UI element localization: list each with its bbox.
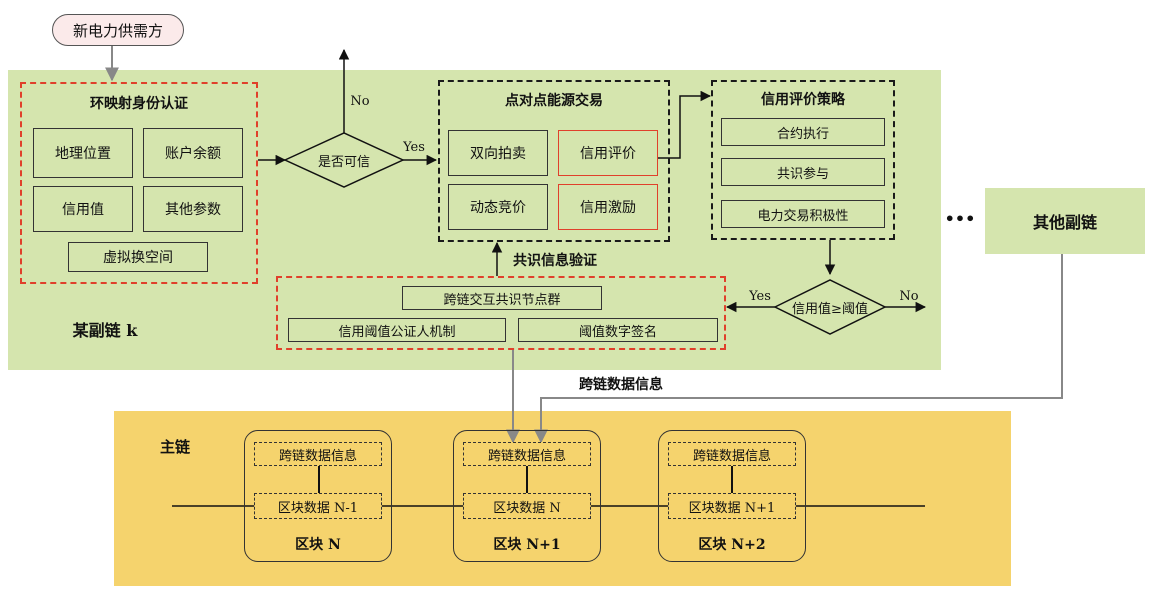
double-auction-box: 双向拍卖	[448, 130, 548, 176]
credit-incentive-box: 信用激励	[558, 184, 658, 230]
credit-evaluation-box: 信用评价	[558, 130, 658, 176]
block-n-plus-2-name: 区块 N+2	[698, 537, 766, 553]
other-chain-label: 其他副链	[1032, 213, 1097, 232]
credit-value-box: 信用值	[33, 186, 133, 232]
block-n-data: 区块数据 N-1	[254, 493, 382, 519]
block-n-plus-2-data: 区块数据 N+1	[668, 493, 796, 519]
contract-execution-box: 合约执行	[721, 118, 885, 146]
main-chain-label: 主链	[159, 437, 190, 456]
ellipsis: •••	[944, 208, 976, 228]
credit-policy-title: 信用评价策略	[761, 92, 845, 108]
block-n	[244, 430, 392, 562]
trust-no-label: No	[350, 93, 370, 109]
block-n-name: 区块 N	[295, 537, 341, 553]
block-n-plus-1	[453, 430, 601, 562]
identity-auth-title: 环映射身份认证	[90, 96, 188, 112]
consensus-verify-label: 共识信息验证	[513, 253, 597, 269]
block-n-plus-2-cross-info: 跨链数据信息	[668, 442, 796, 466]
location-box: 地理位置	[33, 128, 133, 178]
balance-box: 账户余额	[143, 128, 243, 178]
energy-supply-demand-source: 新电力供需方	[52, 14, 184, 46]
p2p-trading-title: 点对点能源交易	[505, 93, 603, 109]
other-chain-box	[985, 188, 1145, 254]
threshold-no-label: No	[899, 288, 919, 304]
block-n-cross-info: 跨链数据信息	[254, 442, 382, 466]
block-n-plus-1-data: 区块数据 N	[463, 493, 591, 519]
trust-decision-label: 是否可信	[317, 154, 370, 170]
cross-chain-data-label: 跨链数据信息	[579, 377, 663, 393]
block-n-plus-1-name: 区块 N+1	[493, 537, 561, 553]
threshold-decision-diamond	[773, 279, 887, 335]
notary-mechanism-box: 信用阈值公证人机制	[288, 318, 506, 342]
trust-yes-label: Yes	[403, 139, 425, 155]
trading-activity-box: 电力交易积极性	[721, 200, 885, 228]
trust-decision-diamond	[283, 132, 405, 188]
consensus-participation-box: 共识参与	[721, 158, 885, 186]
cross-chain-group	[276, 276, 726, 350]
dynamic-bidding-box: 动态竞价	[448, 184, 548, 230]
p2p-trading-group	[438, 80, 670, 242]
cross-chain-node-group-box: 跨链交互共识节点群	[402, 286, 602, 310]
side-chain-label: 某副链 k	[72, 321, 138, 340]
block-n-plus-2	[658, 430, 806, 562]
virtual-space-box: 虚拟换空间	[68, 242, 208, 272]
threshold-decision-label: 信用值≥阈值	[792, 301, 868, 317]
credit-policy-group	[711, 80, 895, 240]
threshold-yes-label: Yes	[749, 288, 771, 304]
identity-auth-group	[20, 82, 258, 284]
other-params-box: 其他参数	[143, 186, 243, 232]
block-n-plus-1-cross-info: 跨链数据信息	[463, 442, 591, 466]
threshold-signature-box: 阈值数字签名	[518, 318, 718, 342]
